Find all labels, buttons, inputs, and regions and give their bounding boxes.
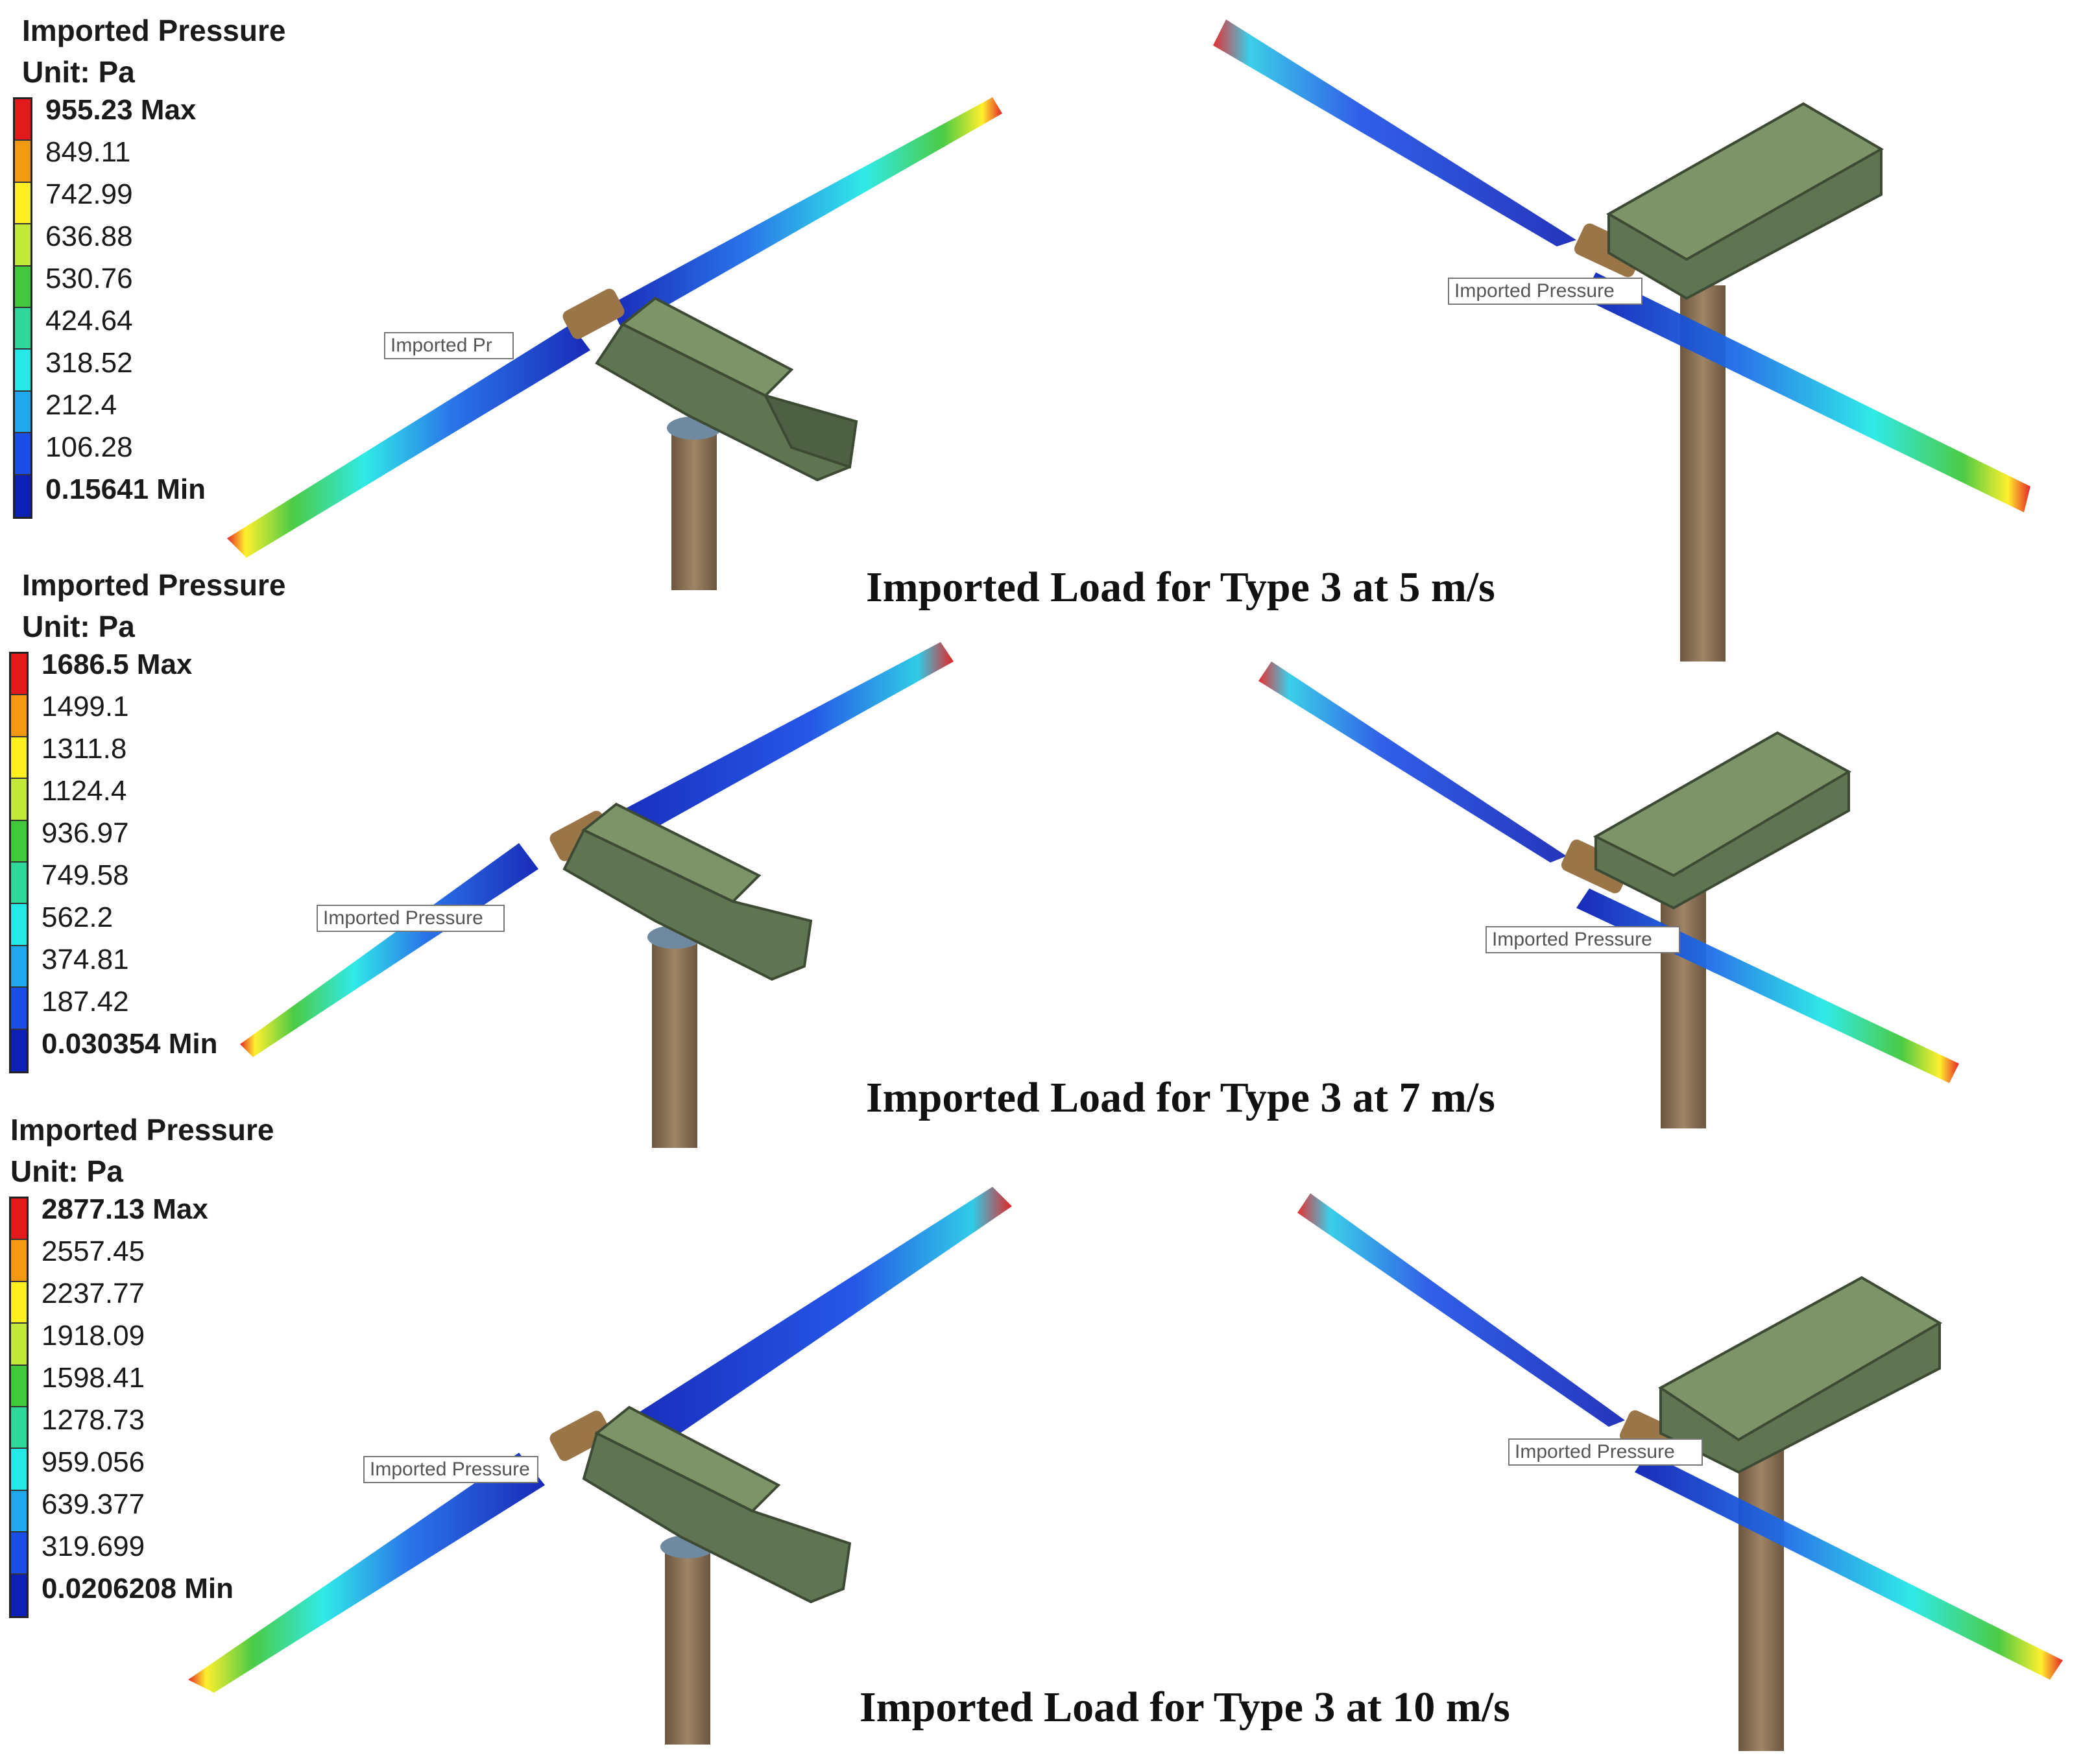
imported-pressure-tag: Imported Pr <box>384 332 514 359</box>
color-scale-bar <box>9 1197 29 1618</box>
blade-lower <box>1583 272 2030 512</box>
turbine-rear-view-7ms <box>1258 662 1959 1128</box>
blade-left <box>240 843 538 1057</box>
turbine-rear-view-10ms <box>1297 1193 2063 1751</box>
color-scale-bar <box>9 652 29 1073</box>
turbine-front-view-5ms <box>227 97 1002 590</box>
blade-right <box>610 97 1002 331</box>
tower <box>665 1544 710 1745</box>
blade-upper <box>1297 1193 1625 1427</box>
imported-pressure-tag: Imported Pressure <box>1508 1438 1703 1466</box>
legend-title: Imported Pressure <box>10 1113 274 1147</box>
legend-tick-min: 0.030354 Min <box>42 1028 218 1060</box>
legend-tick: 2557.45 <box>42 1235 145 1267</box>
caption-10ms: Imported Load for Type 3 at 10 m/s <box>860 1684 1510 1731</box>
imported-pressure-tag: Imported Pressure <box>1448 278 1642 305</box>
legend-tick: 562.2 <box>42 901 114 933</box>
legend-unit: Unit: Pa <box>10 1154 123 1188</box>
imported-pressure-tag: Imported Pressure <box>363 1456 538 1483</box>
legend-tick: 2237.77 <box>42 1278 145 1309</box>
blade-right <box>597 642 954 850</box>
legend-tick: 749.58 <box>42 859 129 891</box>
legend-tick-min: 0.0206208 Min <box>42 1573 234 1604</box>
legend-tick: 106.28 <box>45 431 133 463</box>
blade-lower <box>1635 1453 2063 1680</box>
legend-tick: 1598.41 <box>42 1362 145 1394</box>
blade-left <box>188 1453 545 1693</box>
legend-tick: 1311.8 <box>42 733 127 765</box>
imported-pressure-tag: Imported Pressure <box>317 905 505 932</box>
caption-5ms: Imported Load for Type 3 at 5 m/s <box>866 564 1495 611</box>
legend-unit: Unit: Pa <box>22 55 135 89</box>
legend-title: Imported Pressure <box>22 14 286 47</box>
blade-upper <box>1213 19 1576 246</box>
legend-tick: 212.4 <box>45 389 117 421</box>
legend-tick-max: 2877.13 Max <box>42 1193 208 1225</box>
imported-pressure-tag: Imported Pressure <box>1486 926 1680 953</box>
legend-tick-max: 955.23 Max <box>45 94 197 126</box>
turbine-front-view-10ms <box>188 1187 1012 1745</box>
color-scale-bar <box>13 97 32 519</box>
tower <box>1738 1440 1784 1751</box>
legend-tick: 936.97 <box>42 817 129 849</box>
tower <box>1661 869 1706 1128</box>
legend-tick: 1499.1 <box>42 691 129 722</box>
legend-tick: 959.056 <box>42 1446 145 1478</box>
legend-tick: 639.377 <box>42 1488 145 1520</box>
legend-7ms: Imported Pressure Unit: Pa 1686.5 Max 14… <box>0 567 298 1112</box>
legend-tick: 318.52 <box>45 347 133 379</box>
tower <box>652 934 697 1148</box>
legend-5ms: Imported Pressure Unit: Pa 955.23 Max 84… <box>0 13 298 558</box>
nacelle <box>582 1431 852 1604</box>
legend-tick: 187.42 <box>42 986 129 1018</box>
legend-tick: 1124.4 <box>42 775 127 807</box>
turbine-front-view-7ms <box>240 642 954 1148</box>
legend-tick: 319.699 <box>42 1531 145 1562</box>
legend-tick-min: 0.15641 Min <box>45 473 206 505</box>
legend-tick: 1918.09 <box>42 1320 145 1352</box>
legend-tick-max: 1686.5 Max <box>42 649 193 680</box>
legend-title: Imported Pressure <box>22 568 286 602</box>
turbine-rear-view-5ms <box>1213 19 2030 662</box>
tower <box>671 428 717 590</box>
nacelle <box>562 828 813 981</box>
legend-tick: 849.11 <box>45 136 131 168</box>
blade-lower <box>1576 888 1959 1083</box>
blade-upper <box>1258 662 1567 863</box>
legend-tick: 742.99 <box>45 178 133 210</box>
hub <box>549 1411 612 1461</box>
hub <box>562 289 625 339</box>
legend-10ms: Imported Pressure Unit: Pa 2877.13 Max 2… <box>0 1112 298 1657</box>
blade-right <box>616 1187 1012 1459</box>
legend-unit: Unit: Pa <box>22 610 135 643</box>
caption-7ms: Imported Load for Type 3 at 7 m/s <box>866 1074 1495 1121</box>
legend-tick: 530.76 <box>45 263 133 294</box>
legend-tick: 1278.73 <box>42 1404 145 1436</box>
blade-left <box>227 324 590 558</box>
legend-tick: 424.64 <box>45 305 133 337</box>
legend-tick: 636.88 <box>45 220 133 252</box>
legend-tick: 374.81 <box>42 944 129 975</box>
